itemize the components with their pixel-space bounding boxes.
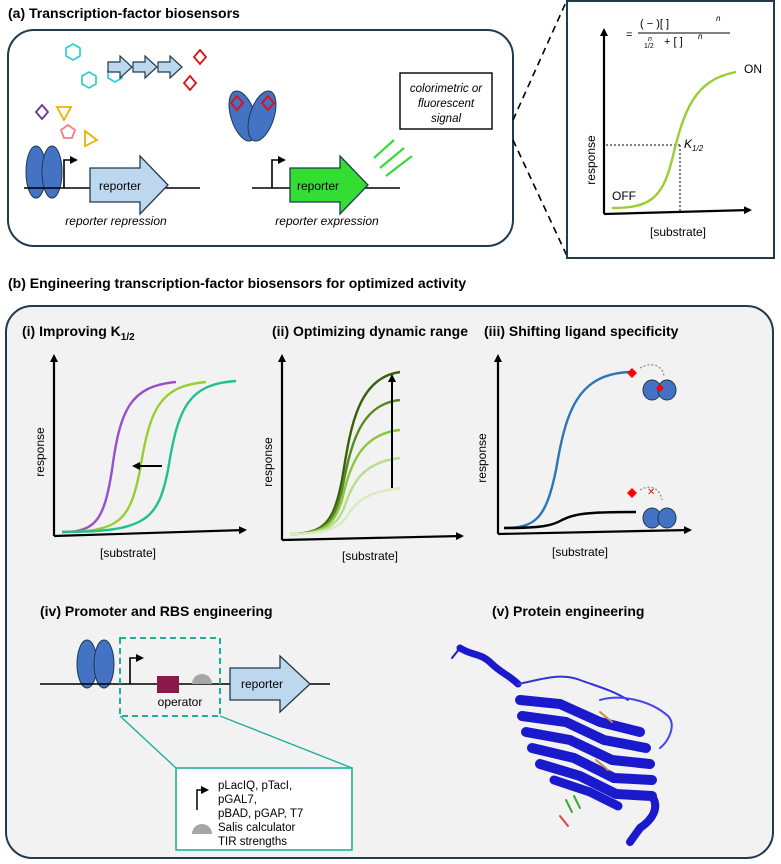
inset-formula: = ( − )[ ] n n 1/2 + [ ] n — [626, 14, 730, 50]
legend-promoter-icon — [196, 786, 209, 810]
inset-sigmoid-curve — [611, 70, 737, 210]
signal-line-2: fluorescent — [418, 98, 475, 110]
ligand-diamonds-red — [182, 48, 208, 92]
i-xlabel: [substrate] — [100, 546, 156, 560]
ii-ylabel: response — [261, 437, 275, 487]
iii-xlabel: [substrate] — [552, 545, 608, 559]
i-curve-teal — [61, 379, 237, 534]
inset-xlabel: [substrate] — [650, 225, 706, 239]
iii-binding-icon-bottom: ✕ — [627, 486, 677, 529]
signal-line-3: signal — [431, 113, 461, 125]
iii-curve-black — [503, 510, 637, 530]
panel-v-title: (v) Protein engineering — [492, 603, 644, 619]
legend-rbs-icon — [192, 824, 212, 834]
reporter-arrow-right — [289, 154, 369, 216]
legend-promoters-1: pLacIQ, pTacI, — [218, 780, 292, 792]
iii-x-axis — [497, 526, 692, 536]
repression-label: reporter repression — [65, 214, 167, 228]
svg-text:1/2: 1/2 — [644, 43, 654, 50]
panel-b-title: (b) Engineering transcription-factor bio… — [8, 275, 466, 291]
legend-promoters-3: pBAD, pGAP, T7 — [218, 808, 303, 820]
iv-legend-box — [175, 767, 353, 851]
legend-rbs-2: TIR strengths — [218, 836, 287, 848]
iv-reporter-label: reporter — [241, 677, 283, 691]
expression-label: reporter expression — [275, 214, 379, 228]
panel-iv-title: (iv) Promoter and RBS engineering — [40, 603, 273, 619]
svg-text:n: n — [648, 36, 652, 43]
i-ylabel: response — [33, 427, 47, 477]
pathway-arrows — [107, 54, 183, 80]
tf-dimer-expression — [228, 90, 277, 142]
svg-text:=: = — [626, 29, 632, 41]
protein-structure-image — [451, 644, 673, 846]
iv-reporter-arrow — [229, 654, 311, 714]
promoter-arrow-left — [63, 156, 78, 188]
svg-text:( − )[ ]: ( − )[ ] — [640, 18, 669, 30]
panel-ii-title: (ii) Optimizing dynamic range — [272, 323, 468, 339]
legend-rbs-1: Salis calculator — [218, 822, 296, 834]
operator-box — [157, 676, 179, 693]
iv-promoter-arrow — [129, 654, 144, 684]
i-curve-green — [61, 380, 207, 534]
i-x-axis — [53, 526, 247, 538]
svg-text:✕: ✕ — [647, 487, 655, 498]
ligand-mixed — [34, 103, 99, 148]
ii-xlabel: [substrate] — [342, 549, 398, 563]
reporter-label-left: reporter — [99, 179, 141, 193]
promoter-arrow-right — [271, 156, 286, 188]
panel-i-title: (i) Improving K1/2 — [22, 323, 135, 343]
panel-iii-title: (iii) Shifting ligand specificity — [484, 323, 679, 339]
ii-x-axis — [281, 532, 464, 542]
inset-k-label: K1/2 — [684, 137, 704, 153]
iv-callout-left — [119, 715, 177, 769]
tf-dimer-repression — [25, 145, 63, 199]
signal-box — [399, 72, 493, 130]
inset-off-label: OFF — [612, 189, 636, 203]
inset-frame — [566, 0, 775, 259]
iv-callout-right — [219, 715, 353, 769]
operator-label: operator — [158, 695, 203, 709]
ii-curve-5 — [289, 486, 401, 536]
inset-on-label: ON — [744, 62, 762, 76]
svg-text:+ [ ]: + [ ] — [664, 36, 683, 48]
svg-text:n: n — [716, 14, 721, 23]
iv-tf-dimer — [76, 639, 115, 689]
reporter-label-right: reporter — [297, 179, 339, 193]
zoom-line-top — [512, 0, 568, 121]
rbs-shape — [192, 674, 212, 684]
iii-curve-blue — [503, 370, 631, 530]
iv-dashed-box — [119, 637, 221, 717]
legend-promoters-2: pGAL7, — [218, 794, 257, 806]
signal-rays — [373, 139, 413, 177]
iii-binding-icon-top — [627, 364, 677, 401]
reporter-arrow-left — [89, 154, 169, 216]
inset-x-axis — [603, 206, 752, 216]
svg-text:n: n — [698, 32, 703, 41]
panel-b-frame — [5, 305, 774, 859]
i-curve-purple — [61, 380, 177, 534]
zoom-line-bottom — [512, 139, 568, 257]
signal-line-1: colorimetric or — [410, 83, 483, 95]
iii-ylabel: response — [475, 433, 489, 483]
bound-ligands — [229, 94, 276, 112]
inset-ylabel: response — [584, 135, 598, 185]
panel-a-title: (a) Transcription-factor biosensors — [8, 5, 240, 21]
